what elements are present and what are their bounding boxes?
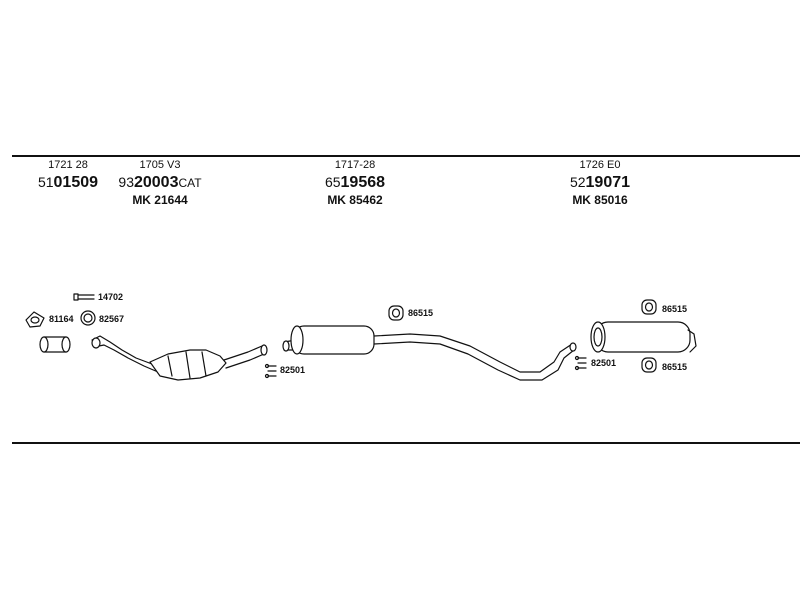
- clamp-label: 82501: [591, 358, 617, 368]
- catalytic-converter-icon: [91, 335, 268, 381]
- part-number: 9320003CAT: [118, 174, 202, 191]
- gasket-icon: [25, 311, 45, 328]
- bottom-divider: [12, 442, 800, 444]
- sealing-ring-icon: [80, 310, 96, 326]
- rear-silencer-icon: [590, 321, 697, 353]
- part-catalytic-converter: 1705 V3 9320003CAT MK 21644: [110, 159, 210, 207]
- part-rear-silencer: 1726 E0 5219071 MK 85016: [555, 159, 645, 207]
- rubber-hanger-icon: [641, 357, 657, 373]
- mounting-kit: MK 85462: [327, 193, 383, 207]
- middle-silencer-icon: [282, 325, 577, 381]
- top-divider: [12, 155, 800, 157]
- part-ref: 1705 V3: [139, 159, 181, 171]
- hanger-label: 86515: [662, 304, 688, 314]
- hanger-label: 86515: [662, 362, 688, 372]
- bolt-icon: [73, 293, 95, 301]
- part-number: 5101509: [37, 174, 99, 191]
- front-pipe-connector-icon: [39, 336, 71, 353]
- part-middle-silencer: 1717-28 6519568 MK 85462: [310, 159, 400, 207]
- gasket-label: 81164: [49, 314, 74, 324]
- mounting-kit: MK 21644: [132, 193, 188, 207]
- part-ref: 1721 28: [48, 159, 88, 171]
- ring-label: 82567: [99, 314, 125, 324]
- clamp-icon: [264, 363, 277, 379]
- part-ref: 1717-28: [334, 159, 376, 171]
- part-number: 5219071: [569, 174, 631, 191]
- rubber-hanger-icon: [641, 299, 657, 315]
- clamp-label: 82501: [280, 365, 306, 375]
- part-front-pipe: 1721 28 5101509: [28, 160, 108, 194]
- hanger-label: 86515: [408, 308, 434, 318]
- bolt-label: 14702: [98, 292, 124, 302]
- mounting-kit: MK 85016: [572, 193, 628, 207]
- clamp-icon: [574, 355, 587, 371]
- rubber-hanger-icon: [388, 305, 404, 321]
- part-number: 6519568: [324, 174, 386, 191]
- part-ref: 1726 E0: [579, 159, 621, 171]
